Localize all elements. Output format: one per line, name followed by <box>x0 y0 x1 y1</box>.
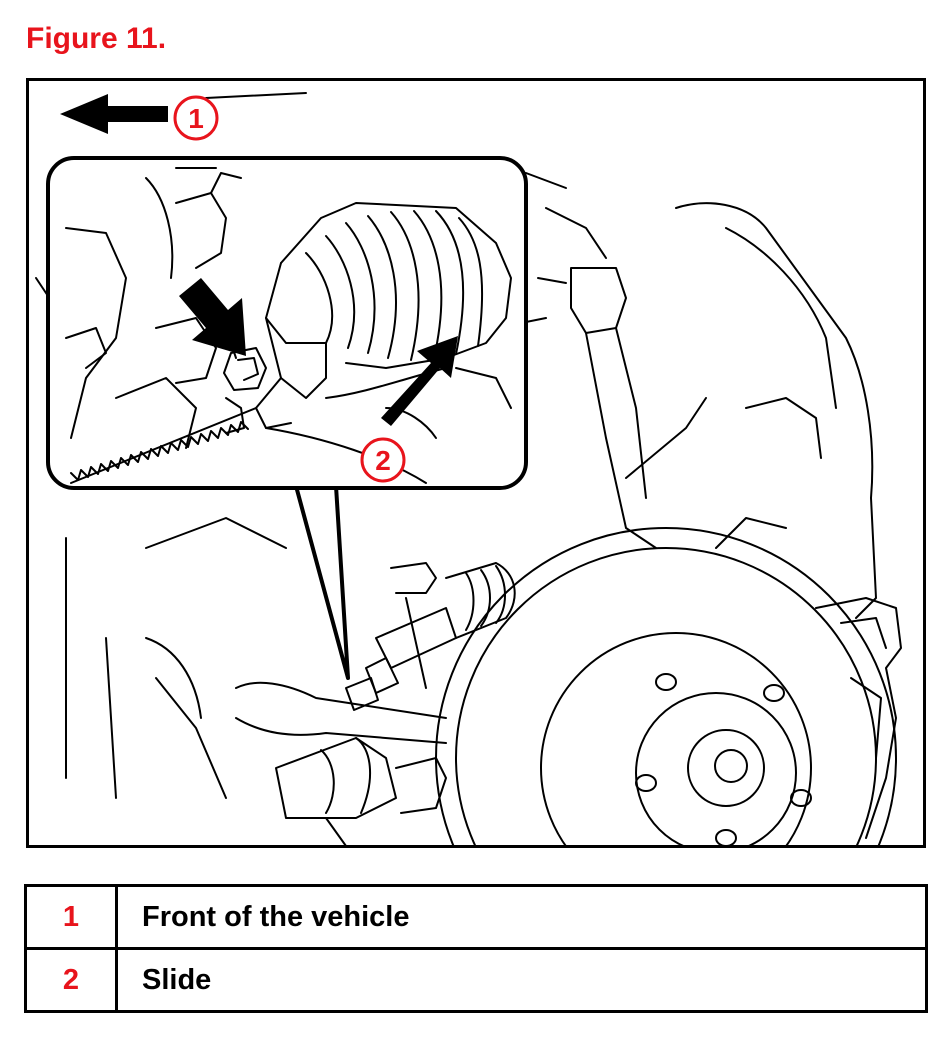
figure-title: Figure 11. <box>26 22 167 55</box>
legend-description: Slide <box>115 947 928 1013</box>
front-direction-arrow <box>60 94 168 134</box>
callout-2: 2 <box>360 437 406 483</box>
chassis-line-drawing <box>35 92 902 848</box>
inset-detail <box>46 156 528 680</box>
inset-pointer <box>294 484 350 680</box>
legend-number: 1 <box>24 884 118 950</box>
legend-row: 1 Front of the vehicle <box>24 884 928 950</box>
legend-table: 1 Front of the vehicle 2 Slide <box>24 884 928 1013</box>
legend-number: 2 <box>24 947 118 1013</box>
legend-description: Front of the vehicle <box>115 884 928 950</box>
slide-direction-arrow <box>381 336 458 426</box>
callout-1-label: 1 <box>188 103 204 134</box>
legend-row: 2 Slide <box>24 947 928 1013</box>
callout-2-label: 2 <box>375 445 391 476</box>
bolt-pointer-arrow <box>179 278 246 356</box>
technical-illustration: 1 2 <box>26 78 926 848</box>
callout-1: 1 <box>173 95 219 141</box>
